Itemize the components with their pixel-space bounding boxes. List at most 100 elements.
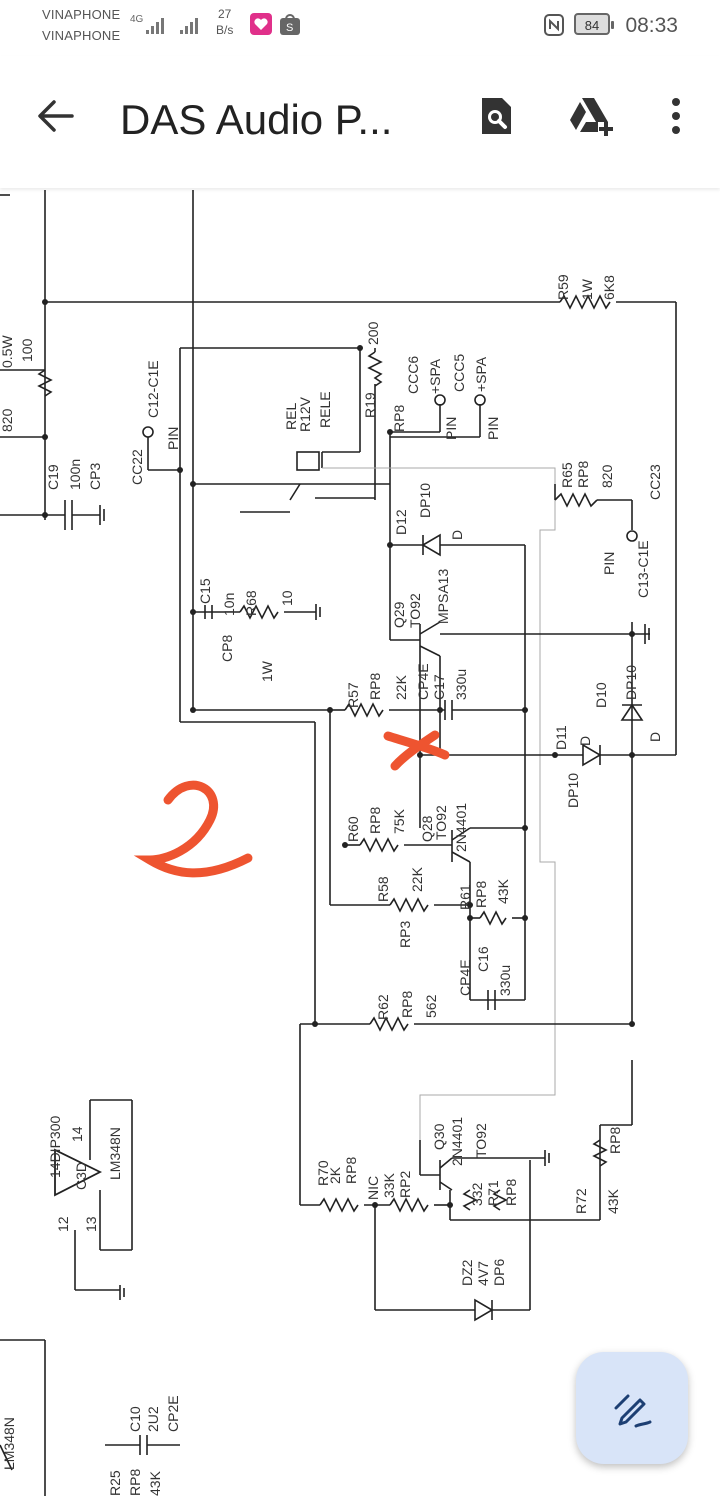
- label-pin-3: PIN: [165, 427, 181, 450]
- label-c12: C12-C1E: [145, 360, 161, 418]
- search-document-button[interactable]: [468, 88, 524, 144]
- network-type: 4G: [130, 14, 144, 25]
- label-lm348n-1: LM348N: [107, 1127, 123, 1180]
- label-d10: D10: [593, 682, 609, 708]
- label-pin-4: PIN: [601, 552, 617, 575]
- label-r25: R25: [107, 1470, 123, 1496]
- label-r68: R68: [243, 590, 259, 616]
- label-cc22: CC22: [129, 449, 145, 485]
- label-r12v: R12V: [297, 396, 313, 432]
- label-r59-v: 6K8: [601, 275, 617, 300]
- label-pin-1: PIN: [443, 417, 459, 440]
- add-to-drive-button[interactable]: [564, 88, 620, 144]
- shopee-icon: S: [280, 14, 300, 35]
- label-dp6: DP6: [491, 1259, 507, 1286]
- label-c10-v: 2U2: [145, 1406, 161, 1432]
- label-c17-v: 330u: [453, 669, 469, 700]
- more-options-button[interactable]: [648, 88, 704, 144]
- label-lm348n-2: LM348N: [1, 1417, 17, 1470]
- label-r19-pkg: RP8: [391, 405, 407, 432]
- label-r60-pkg: RP8: [367, 807, 383, 834]
- label-ccc6: CCC6: [405, 356, 421, 394]
- label-c17: C17: [431, 674, 447, 700]
- label-r60-v: 75K: [391, 808, 407, 834]
- document-viewer[interactable]: R59 1W 6K8 R19 200 RP8 CCC6 +SPA PIN CCC…: [0, 190, 720, 1496]
- label-r61-v: 43K: [495, 878, 511, 904]
- label-cp4e-2: CP4E: [457, 959, 473, 996]
- label-rp2: RP2: [397, 1171, 413, 1198]
- label-d11: D11: [553, 725, 569, 750]
- label-4v7: 4V7: [475, 1261, 491, 1286]
- label-ccc5: CCC5: [451, 354, 467, 392]
- label-r61: R61: [457, 884, 473, 910]
- label-r25-pkg: RP8: [127, 1469, 143, 1496]
- label-q30: Q30: [431, 1123, 447, 1150]
- label-r61-pkg: RP8: [473, 881, 489, 908]
- label-r19: R19: [362, 392, 378, 418]
- label-cp8: CP8: [219, 635, 235, 662]
- label-r25-v: 43K: [147, 1470, 163, 1496]
- label-q28-part: 2N4401: [453, 803, 469, 852]
- label-r70: R70: [315, 1160, 331, 1186]
- label-q29: Q29: [391, 601, 407, 628]
- label-c15: C15: [197, 578, 213, 604]
- search-document-icon: [482, 98, 511, 134]
- app-bar: DAS Audio P...: [0, 56, 720, 188]
- handwritten-annotation: [133, 730, 450, 878]
- label-r72: R72: [573, 1188, 589, 1214]
- label-nic: NIC: [365, 1176, 381, 1200]
- edit-fab-button[interactable]: [576, 1352, 688, 1464]
- label-r72-v: 43K: [605, 1188, 621, 1214]
- label-c16: C16: [475, 946, 491, 972]
- label-r62-pkg: RP8: [399, 991, 415, 1018]
- carrier-2: VINAPHONE: [42, 28, 121, 43]
- label-820: 820: [0, 408, 15, 432]
- label-q30-pkg: TO92: [473, 1123, 489, 1158]
- label-q29-pkg: TO92: [407, 593, 423, 628]
- signal-icon: 4G: [130, 14, 198, 34]
- label-d-1: D: [449, 530, 465, 540]
- label-dp10-1: DP10: [417, 483, 433, 518]
- document-title: DAS Audio P...: [120, 96, 393, 143]
- label-r58: R58: [375, 876, 391, 902]
- drive-add-icon: [570, 98, 613, 136]
- battery-icon: 84: [574, 13, 614, 35]
- back-button[interactable]: [30, 90, 82, 142]
- label-r70-pkg: RP8: [343, 1157, 359, 1184]
- label-ccc5-sub: +SPA: [473, 356, 489, 392]
- svg-text:S: S: [286, 22, 293, 34]
- label-dip: 14DIP300: [47, 1116, 63, 1178]
- label-q28-pkg: TO92: [433, 805, 449, 840]
- label-c19-v: 100n: [67, 459, 83, 490]
- label-ccc6-sub: +SPA: [427, 358, 443, 394]
- label-d-3: D: [577, 736, 593, 746]
- label-r57-pkg: RP8: [367, 673, 383, 700]
- carrier-1: VINAPHONE: [42, 7, 121, 22]
- label-r71-pkg: RP8: [503, 1179, 519, 1206]
- label-c3d: C3D: [73, 1162, 89, 1190]
- label-c19: C19: [45, 464, 61, 490]
- label-cp2e: CP2E: [165, 1395, 181, 1432]
- label-r59: R59: [555, 274, 571, 300]
- label-c10: C10: [127, 1406, 143, 1432]
- label-332: 332: [469, 1182, 485, 1206]
- label-q30-part: 2N4401: [449, 1117, 465, 1166]
- label-pin14: 14: [69, 1126, 85, 1142]
- network-speed: 27 B/s: [216, 6, 233, 38]
- label-d-2: D: [647, 732, 663, 742]
- edit-pen-icon: [614, 1394, 652, 1428]
- label-r59-w: 1W: [579, 278, 595, 300]
- nfc-icon: [544, 14, 564, 36]
- label-1w: 1W: [259, 660, 275, 682]
- label-dp10-2: DP10: [623, 665, 639, 700]
- lazada-icon: [250, 13, 272, 35]
- label-r19-v: 200: [365, 321, 381, 345]
- label-c16-v: 330u: [497, 965, 513, 996]
- label-cp4e-1: CP4E: [415, 663, 431, 700]
- label-dz2: DZ2: [459, 1259, 475, 1286]
- label-q28: Q28: [419, 815, 435, 842]
- label-r57-v: 22K: [393, 674, 409, 700]
- label-rele: RELE: [317, 391, 333, 428]
- label-pin13: 13: [83, 1216, 99, 1232]
- label-r62-v: 562: [423, 994, 439, 1018]
